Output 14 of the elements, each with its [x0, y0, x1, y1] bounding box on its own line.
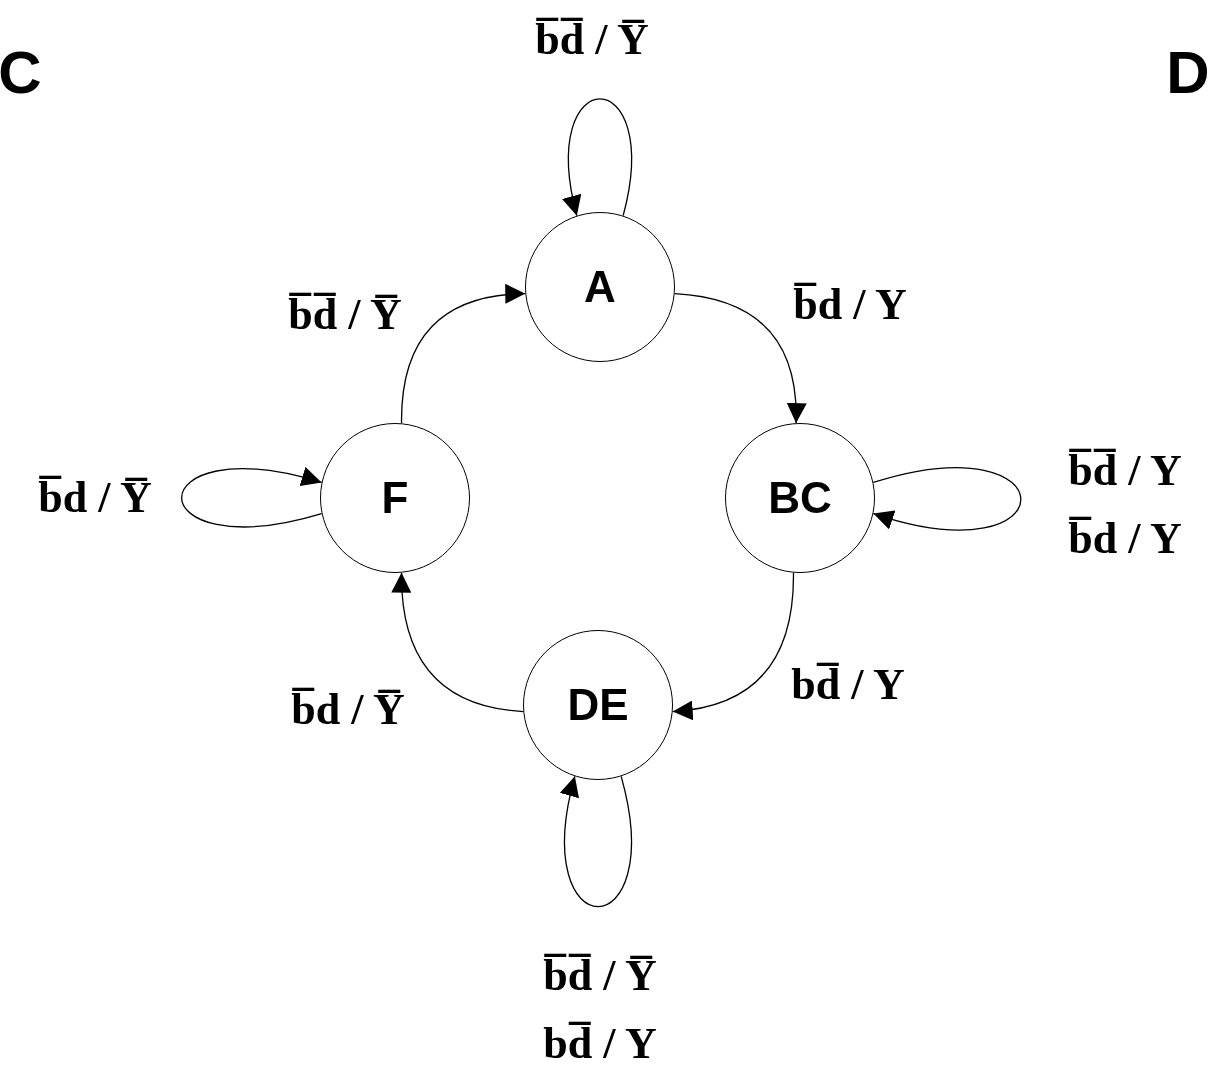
arrow	[563, 98, 632, 217]
panel-letter: D	[1166, 37, 1210, 107]
panel-letter: C	[0, 37, 42, 107]
arrow	[872, 467, 1022, 531]
state-name: BC	[768, 473, 832, 523]
arrow	[392, 572, 524, 713]
arrow	[560, 775, 632, 908]
arrow	[400, 284, 526, 424]
arrow	[181, 468, 323, 528]
arrow	[674, 292, 806, 424]
state-name: DE	[567, 680, 629, 730]
state-name: F	[381, 473, 409, 523]
state-name: A	[584, 262, 616, 312]
arrow	[672, 572, 795, 720]
